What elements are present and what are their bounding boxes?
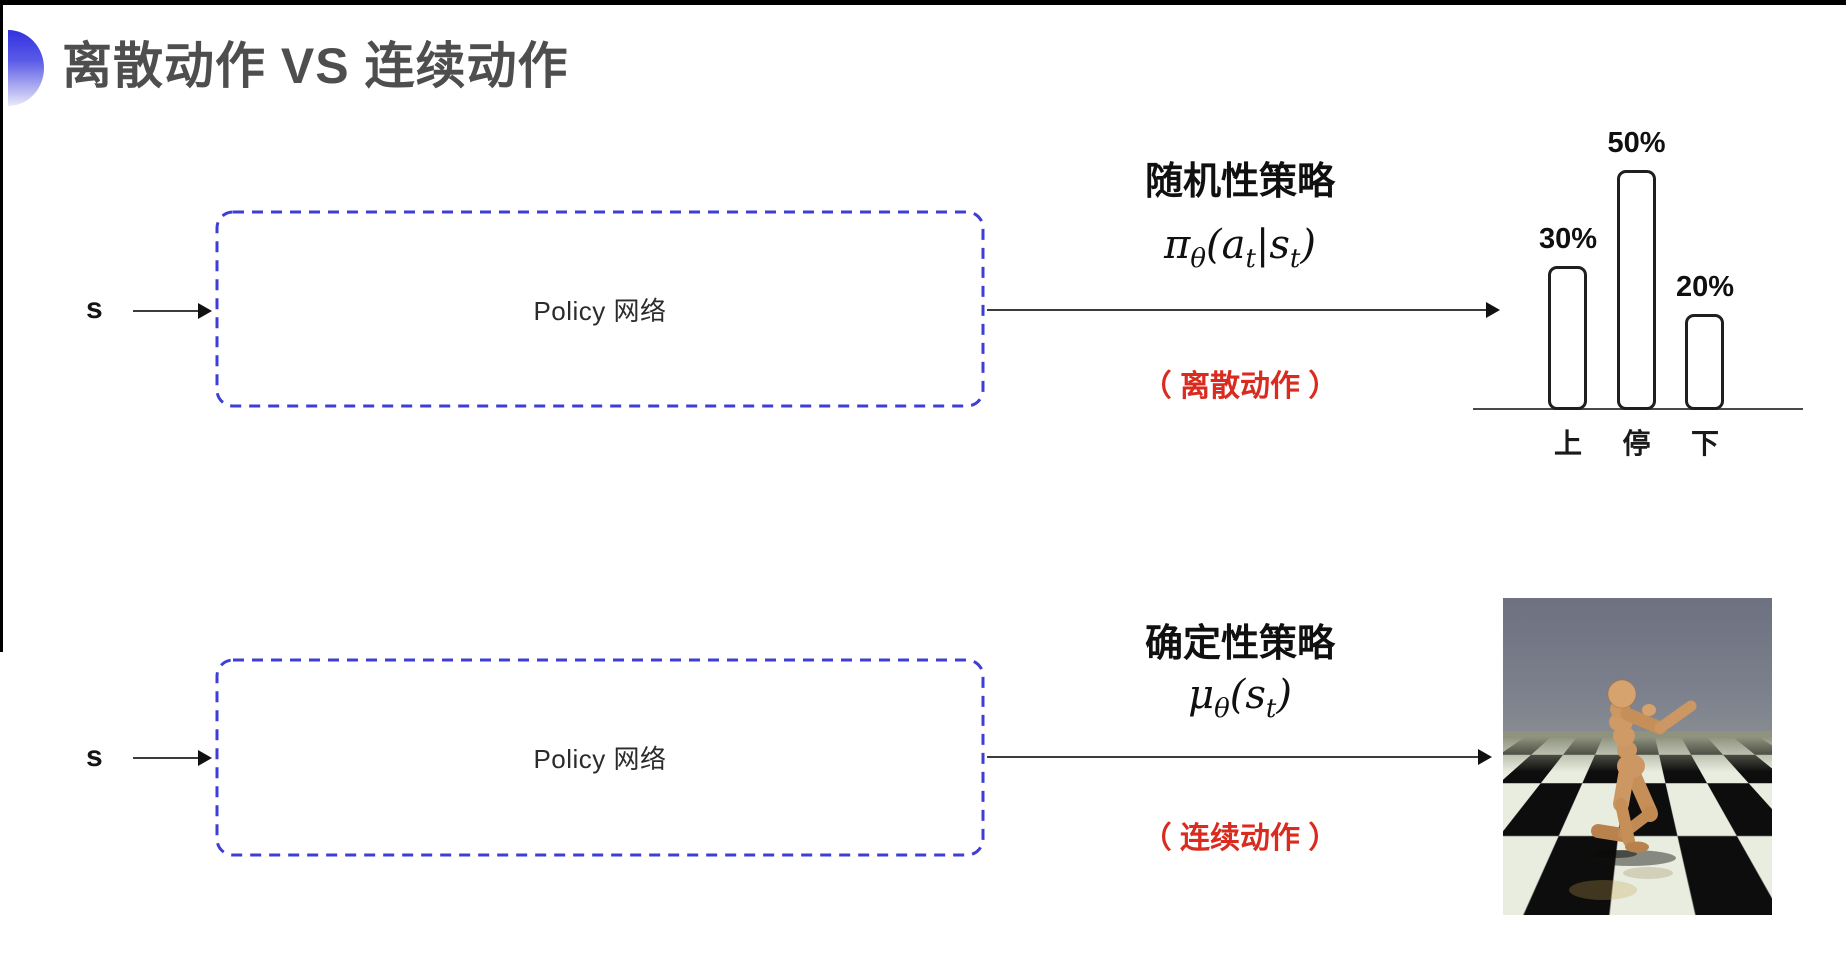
humanoid-robot-figure	[1569, 679, 1697, 900]
bar-category-label: 下	[1690, 428, 1719, 459]
policy-type-title-top: 随机性策略	[1144, 161, 1335, 203]
probability-bar	[1548, 266, 1587, 410]
policy-output-arrow-bottom	[987, 749, 1492, 765]
formula-separator: |	[1255, 222, 1270, 268]
state-input-label-bottom: s	[86, 740, 103, 773]
formula-open: (	[1229, 672, 1246, 718]
policy-network-box-bottom: Policy 网络	[215, 658, 985, 857]
formula-arg1: s	[1245, 672, 1266, 718]
policy-network-label-bottom: Policy 网络	[533, 744, 667, 774]
bar-value-label: 30%	[1538, 223, 1598, 255]
formula-symbol: π	[1164, 222, 1191, 268]
window-frame-left	[0, 0, 3, 652]
humanoid-simulation-image	[1503, 598, 1772, 915]
formula-close: )	[1276, 672, 1292, 718]
probability-bar	[1685, 314, 1724, 410]
policy-network-label-top: Policy 网络	[533, 295, 667, 326]
stochastic-policy-formula: πθ(at|st)	[1080, 222, 1400, 272]
state-arrow-bottom	[133, 750, 212, 766]
formula-arg1-sub: t	[1245, 244, 1256, 274]
deterministic-policy-formula: μθ(st)	[1080, 672, 1400, 722]
formula-symbol: μ	[1188, 672, 1215, 718]
window-frame-top	[0, 0, 1846, 5]
formula-arg2: s	[1269, 222, 1290, 268]
bar-category-label: 停	[1622, 428, 1651, 459]
formula-arg2-sub: t	[1289, 244, 1301, 274]
policy-network-box-top: Policy 网络	[215, 210, 985, 408]
title-bullet-icon	[8, 30, 44, 106]
formula-arg1: a	[1221, 222, 1246, 268]
bar-value-label: 50%	[1607, 127, 1666, 159]
dashed-border	[215, 658, 985, 857]
policy-type-title-bottom: 确定性策略	[1144, 623, 1335, 665]
policy-output-arrow-top	[987, 302, 1500, 318]
state-arrow-top	[133, 303, 212, 319]
dashed-border	[215, 210, 985, 408]
action-probability-chart: 30% 上 50% 停 20% 下	[1473, 88, 1818, 473]
probability-bar	[1616, 170, 1656, 410]
bar-value-label: 20%	[1675, 271, 1735, 303]
action-type-note-bottom: （ 连续动作 ）	[1141, 822, 1339, 855]
page-title: 离散动作 VS 连续动作	[62, 38, 569, 94]
formula-open: (	[1205, 222, 1222, 268]
formula-symbol-sub: θ	[1214, 694, 1230, 724]
formula-close: )	[1300, 222, 1316, 268]
action-type-note-top: （ 离散动作 ）	[1141, 370, 1339, 403]
formula-arg1-sub: t	[1265, 694, 1277, 724]
state-input-label-top: s	[86, 292, 103, 325]
formula-symbol-sub: θ	[1190, 244, 1206, 274]
bar-category-label: 上	[1553, 428, 1582, 459]
